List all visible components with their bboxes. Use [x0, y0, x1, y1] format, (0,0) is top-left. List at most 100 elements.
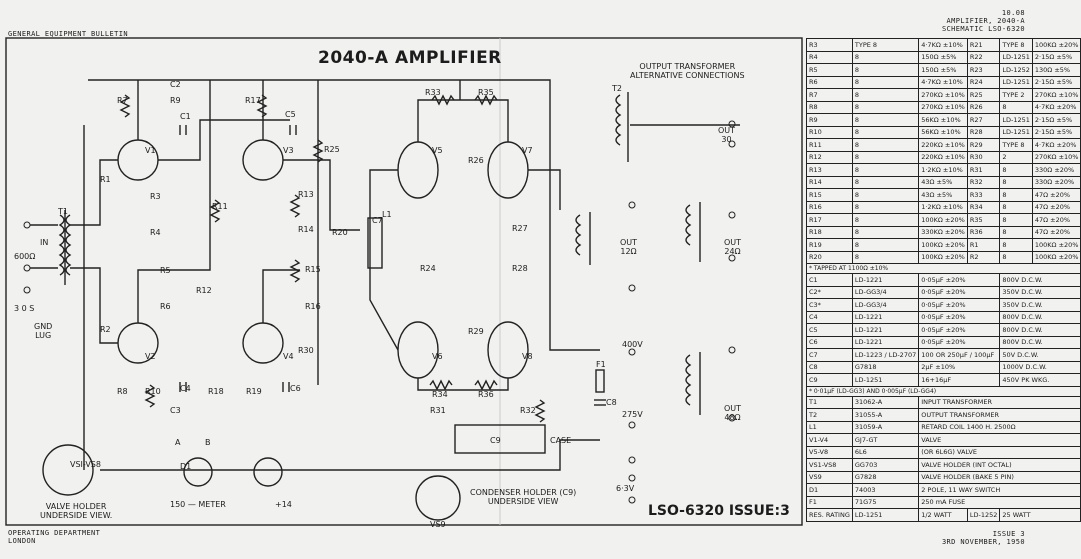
table-cell: R25 — [966, 88, 1001, 102]
table-row: * 0·01µF (LD-GG3) AND 0·005µF (LD-GG4) — [805, 385, 1081, 397]
table-cell: G7828 — [851, 470, 920, 484]
table-cell: TYPE 8 — [999, 138, 1033, 152]
table-cell: RES. RATING — [806, 508, 853, 522]
meter-b-label: B — [205, 438, 211, 447]
c9-label: C9 — [490, 436, 501, 445]
meter-label: 150 — METER — [170, 500, 226, 509]
table-cell: 100KΩ ±20% — [918, 250, 968, 264]
table-cell: 330Ω ±20% — [1031, 175, 1081, 189]
table-cell: 2·15Ω ±5% — [1031, 125, 1081, 139]
table-cell: 800V D.C.W. — [999, 335, 1081, 349]
table-cell: 270KΩ ±10% — [918, 100, 968, 114]
out-12-label: OUT 12Ω — [620, 238, 638, 256]
table-cell: R22 — [966, 50, 1001, 64]
table-cell: R28 — [966, 125, 1001, 139]
table-cell: LD-1221 — [851, 335, 920, 349]
table-cell: 56KΩ ±10% — [918, 125, 968, 139]
table-cell: LD-1251 — [851, 373, 920, 387]
valve-v8-label: V8 — [522, 352, 533, 361]
bulletin-header: GENERAL EQUIPMENT BULLETIN — [8, 30, 128, 38]
table-cell: 0·05µF ±20% — [918, 285, 1001, 299]
valve-v1-label: V1 — [145, 146, 156, 155]
table-cell: 8 — [851, 88, 920, 102]
table-cell: 250 mA FUSE — [918, 495, 1081, 509]
table-cell: 8 — [851, 175, 920, 189]
valve-v6-label: V6 — [432, 352, 443, 361]
table-cell: 6L6 — [851, 445, 920, 459]
table-cell: 0·05µF ±20% — [918, 335, 1001, 349]
table-cell: D1 — [806, 483, 853, 497]
input-label: IN — [40, 238, 49, 247]
table-cell: GG703 — [851, 458, 920, 472]
table-cell: R7 — [806, 88, 853, 102]
table-cell: 1/2 WATT — [918, 508, 968, 522]
table-cell: 100KΩ ±20% — [918, 213, 968, 227]
r2-label: R2 — [100, 325, 111, 334]
table-cell: 220KΩ ±10% — [918, 138, 968, 152]
table-cell: 150Ω ±5% — [918, 50, 968, 64]
table-cell: VALVE HOLDER (BAKE 5 PIN) — [918, 470, 1081, 484]
table-cell: 31059-A — [851, 420, 920, 434]
table-cell: 8 — [999, 225, 1033, 239]
table-cell: C7 — [806, 348, 853, 362]
table-cell: LD-1251 — [999, 125, 1033, 139]
table-cell: (OR 6L6G) VALVE — [918, 445, 1081, 459]
footer-issue: ISSUE 3 — [992, 530, 1025, 538]
table-cell: 130Ω ±5% — [1031, 63, 1081, 77]
table-cell: C3* — [806, 298, 853, 312]
ground-lug-label: GND LUG — [34, 322, 53, 340]
r24-label: R24 — [420, 264, 436, 273]
table-row: * TAPPED AT 1100Ω ±10% — [805, 263, 1081, 274]
out-48-label: OUT 48Ω — [724, 404, 742, 422]
valve-v4-label: V4 — [283, 352, 294, 361]
table-cell: 1·2KΩ ±10% — [918, 200, 968, 214]
r10-label: R10 — [145, 387, 161, 396]
sheet-id-header: 10.08 AMPLIFIER, 2040-A SCHEMATIC LSO-63… — [942, 9, 1025, 33]
table-cell: 8 — [851, 200, 920, 214]
table-cell: R5 — [806, 63, 853, 77]
footer-date: 3RD NOVEMBER, 1950 — [941, 538, 1025, 546]
table-cell: R17 — [806, 213, 853, 227]
table-cell: C5 — [806, 323, 853, 337]
table-cell: 0·05µF ±20% — [918, 310, 1001, 324]
table-cell: 8 — [851, 163, 920, 177]
input-transformer-t1 — [30, 210, 72, 285]
table-cell: 8 — [851, 75, 920, 89]
table-cell: R30 — [966, 150, 1001, 164]
r33-label: R33 — [425, 88, 441, 97]
table-cell: LD-1251 — [999, 50, 1033, 64]
table-cell: 8 — [851, 250, 920, 264]
table-cell: 2 — [999, 150, 1033, 164]
c1-label: C1 — [180, 112, 191, 121]
table-cell: LD-1251 — [999, 75, 1033, 89]
table-cell: R9 — [806, 113, 853, 127]
table-cell: 2 POLE, 11 WAY SWITCH — [918, 483, 1081, 497]
table-cell: 100KΩ ±20% — [918, 238, 968, 252]
table-cell: * TAPPED AT 1100Ω ±10% — [805, 263, 1081, 274]
table-cell: 0·05µF ±20% — [918, 273, 1001, 287]
footer-location: LONDON — [8, 537, 36, 545]
r13-label: R13 — [298, 190, 314, 199]
table-cell: 350V D.C.W. — [999, 285, 1081, 299]
table-cell: R27 — [966, 113, 1001, 127]
400v-label: 400V — [622, 340, 643, 349]
table-cell: 4·7KΩ ±20% — [1031, 138, 1081, 152]
table-cell: R12 — [806, 150, 853, 164]
table-cell: 800V D.C.W. — [999, 310, 1081, 324]
t1-label: T1 — [58, 207, 68, 216]
c6-label: C6 — [290, 384, 301, 393]
vsi-vs8-label: VSI-VS8 — [70, 460, 101, 469]
table-cell: LD-GG3/4 — [851, 298, 920, 312]
table-cell: 100KΩ ±20% — [1031, 38, 1081, 52]
table-cell: T1 — [806, 395, 853, 409]
r14-label: R14 — [298, 225, 314, 234]
